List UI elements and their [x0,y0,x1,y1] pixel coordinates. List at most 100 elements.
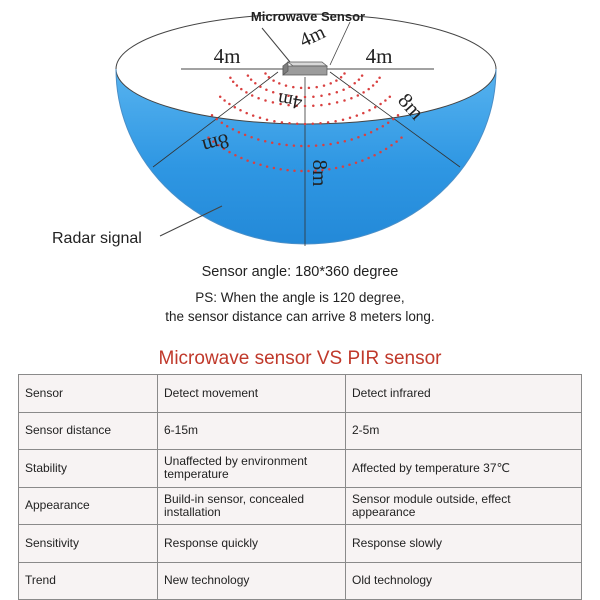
wave-dot [303,122,307,126]
table-cell: Sensor module outside, effect appearance [345,486,582,525]
table-cell: Affected by temperature 37℃ [345,449,582,488]
wave-dot [339,76,343,79]
table-cell: Detect infrared [345,374,582,413]
wave-dot [259,163,262,167]
wave-dot [271,91,275,94]
wave-dot [384,147,388,151]
wave-dot [334,119,337,123]
wave-dot [375,80,379,83]
wave-dot [307,86,311,90]
wave-dot [231,128,235,131]
wave-dot [245,91,248,94]
wave-dot [378,76,381,79]
wave-dot [272,79,275,82]
wave-dot [400,136,403,139]
wave-dot [341,118,345,121]
wave-dot [379,102,382,106]
table-cell: Response quickly [157,524,346,563]
distance-label-left-4m: 4m [214,44,241,68]
wave-dot [321,168,324,172]
wave-dot [287,103,290,107]
table-cell: Sensor distance [18,411,158,450]
table-cell: Sensor [18,374,158,413]
table-cell: 6-15m [157,411,346,450]
wave-dot [315,85,318,89]
table-cell: Detect movement [157,374,346,413]
wave-dot [292,85,295,89]
wave-dot [386,121,390,124]
wave-dot [303,104,307,108]
wave-dot [278,82,281,85]
wave-dot [231,80,235,83]
wave-dot [210,114,214,117]
wave-dot [257,138,260,141]
wave-dot [307,144,310,148]
table-row: Sensor Detect movement Detect infrared [18,374,582,413]
wave-dot [273,119,276,123]
wave-dot [263,140,267,143]
table-cell: Old technology [345,561,582,600]
wave-dot [220,121,224,124]
wave-dot [362,91,365,94]
wave-dot [287,94,290,98]
wave-dot [388,95,392,98]
wave-dot [350,138,353,141]
radial-line-right [329,71,461,168]
wave-dot [265,165,269,168]
wave-dot [329,142,332,146]
wave-dot [240,87,243,91]
wave-dot [293,169,296,172]
wave-dot [246,74,250,77]
wave-dot [375,128,379,131]
wave-dot [270,141,274,145]
radar-coverage-diagram: Microwave Sensor 4m 4m 4m 4m 8m 8m 8m Ra… [52,9,497,247]
wave-dot [307,169,310,173]
wave-dot [314,144,318,147]
wave-dot [312,95,315,98]
wave-dot [278,142,281,146]
wave-dot [264,72,267,75]
wave-dot [336,141,340,145]
wave-dot [252,161,256,165]
wave-dot [265,118,269,121]
wave-dot [250,94,254,97]
wave-dot [292,144,296,147]
wave-dot [265,88,268,91]
wave-dot [319,122,322,125]
wave-dot [335,91,339,94]
wave-dot [320,103,323,107]
wave-dot [303,95,307,99]
wave-dot [212,140,215,143]
wave-dot [239,109,242,112]
wave-dot [342,88,345,91]
table-cell: Stability [18,449,158,488]
wave-dot [357,78,361,81]
radar-wave-arcs [207,72,403,173]
wave-dot [246,159,249,162]
wave-dot [368,109,371,112]
wave-dot [280,121,284,124]
wave-dot [215,117,218,121]
wave-dot [329,82,332,85]
wave-dot [300,169,303,173]
wave-dot [350,96,353,100]
wave-dot [279,102,282,106]
wave-dot [396,114,400,117]
wave-dot [314,169,317,172]
wave-dot [245,111,248,115]
wave-dot [223,99,226,102]
wave-dot [335,101,339,104]
sensor-title: Microwave Sensor [251,9,365,24]
wave-dot [300,144,303,148]
wave-dot [353,82,356,85]
wave-dot [258,116,262,120]
wave-dot [355,114,359,117]
radial-line-left [152,71,279,168]
wave-dot [390,144,393,147]
wave-dot [311,122,315,126]
wave-dot [384,99,387,102]
wave-dot [218,95,222,98]
wave-dot [234,153,237,157]
coverage-dome [116,69,496,244]
table-cell: 2-5m [345,411,582,450]
